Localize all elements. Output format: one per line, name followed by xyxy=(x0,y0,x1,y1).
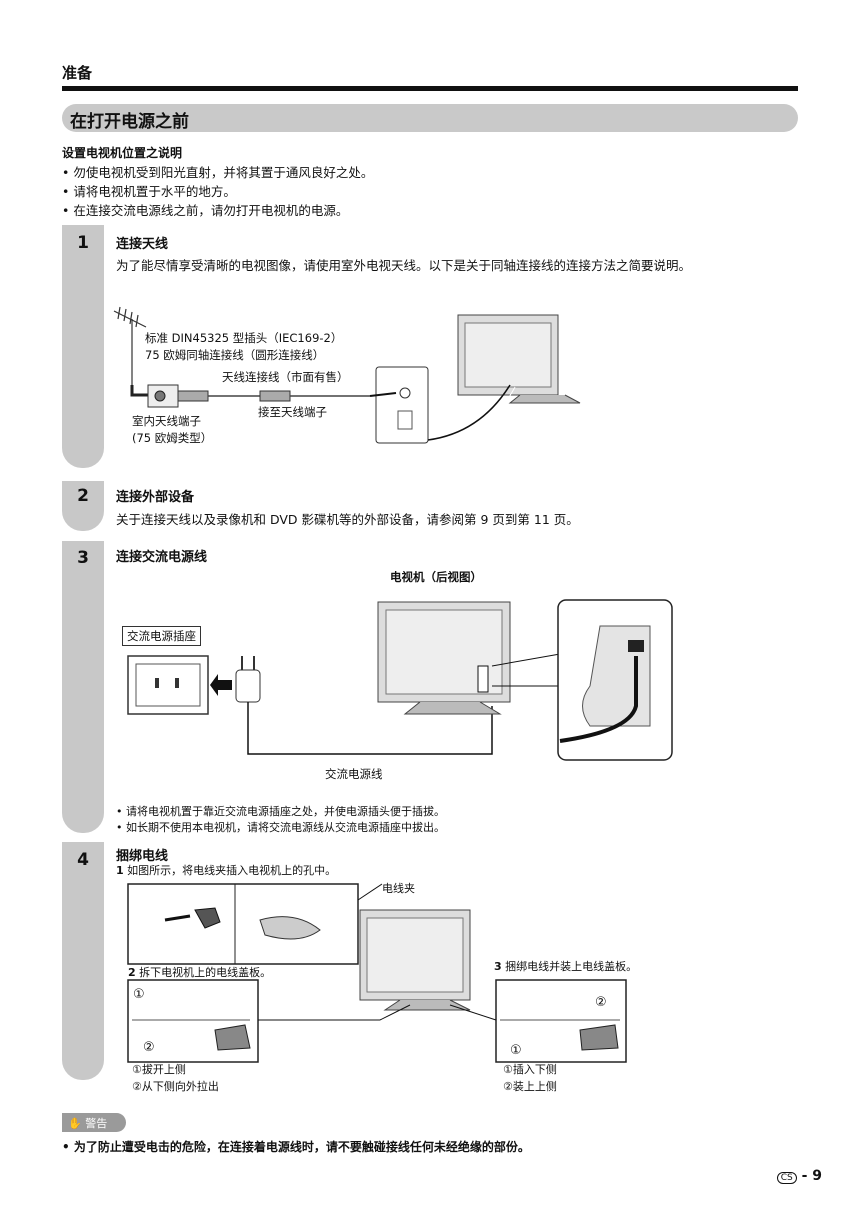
sub3-num: 3 xyxy=(494,960,502,973)
section-banner: 在打开电源之前 xyxy=(62,104,798,132)
right-marker-2: ② xyxy=(595,995,607,1010)
binding-diagram xyxy=(127,883,627,1063)
clamp-insert-zoom xyxy=(127,883,359,965)
step2-title: 连接外部设备 xyxy=(116,490,195,505)
sub1-text: 如图所示，将电线夹插入电视机上的孔中。 xyxy=(123,864,337,877)
step1-bar xyxy=(62,225,104,468)
label-to-terminal: 接至天线端子 xyxy=(258,405,327,419)
intro-bullet-1: • 勿使电视机受到阳光直射，并将其置于通风良好之处。 xyxy=(62,165,374,180)
step3-bar xyxy=(62,541,104,833)
step4-sub2: 2 拆下电视机上的电线盖板。 xyxy=(128,964,271,980)
header-rule xyxy=(62,86,798,91)
antenna-diagram xyxy=(113,306,581,444)
chapter-title: 准备 xyxy=(62,64,93,82)
step1-number: 1 xyxy=(77,233,89,253)
step3-bullet-1: • 请将电视机置于靠近交流电源插座之处，并使电源插头便于插拔。 xyxy=(116,805,445,818)
label-antenna-cable: 天线连接线（市面有售） xyxy=(222,370,349,384)
step3-bullet-2: • 如长期不使用本电视机，请将交流电源线从交流电源插座中拔出。 xyxy=(116,821,445,834)
step4-bar xyxy=(62,842,104,1080)
label-indoor-type: (75 欧姆类型） xyxy=(132,431,213,445)
label-din-plug: 标准 DIN45325 型插头（IEC169-2） xyxy=(145,331,343,345)
step3-title: 连接交流电源线 xyxy=(116,550,208,565)
power-cord xyxy=(247,702,493,755)
step2-bar xyxy=(62,481,104,531)
antenna-cable xyxy=(130,385,150,397)
sub2-num: 2 xyxy=(128,966,136,979)
arrow-icon xyxy=(210,674,232,696)
left-note-2: ②从下侧向外拉出 xyxy=(132,1080,219,1093)
right-marker-1: ① xyxy=(510,1043,522,1058)
step2-text: 关于连接天线以及录像机和 DVD 影碟机等的外部设备，请参阅第 9 页到第 11… xyxy=(116,512,579,527)
intro-heading: 设置电视机位置之说明 xyxy=(62,146,183,160)
step4-number: 4 xyxy=(77,850,89,870)
step4-sub1: 1 如图所示，将电线夹插入电视机上的孔中。 xyxy=(116,862,336,878)
page-number-text: - 9 xyxy=(801,1168,822,1184)
left-marker-2: ② xyxy=(143,1040,155,1055)
sub3-text: 捆绑电线并装上电线盖板。 xyxy=(501,960,638,973)
tv-rear-power-icon xyxy=(377,601,511,715)
clamp-icon xyxy=(194,907,221,929)
section-title: 在打开电源之前 xyxy=(70,112,189,132)
coax-plug-icon xyxy=(259,390,291,402)
step4-sub3: 3 捆绑电线并装上电线盖板。 xyxy=(494,958,637,974)
intro-bullet-2: • 请将电视机置于水平的地方。 xyxy=(62,184,236,199)
right-note-2: ②装上上侧 xyxy=(503,1080,557,1093)
clamp-label: 电线夹 xyxy=(382,882,415,895)
socket-label: 交流电源插座 xyxy=(122,626,201,646)
warning-text: • 为了防止遭受电击的危险，在连接着电源线时，请不要触碰接线任何未经绝缘的部份。 xyxy=(62,1140,530,1154)
step1-text: 为了能尽情享受清晰的电视图像，请使用室外电视天线。以下是关于同轴连接线的连接方法… xyxy=(116,258,692,273)
sub1-num: 1 xyxy=(116,864,124,877)
intro-bullet-3: • 在连接交流电源线之前，请勿打开电视机的电源。 xyxy=(62,203,349,218)
language-badge: CS xyxy=(776,1172,797,1184)
left-marker-1: ① xyxy=(133,987,145,1002)
power-plug-icon xyxy=(235,669,261,703)
tv-rear-icon xyxy=(457,314,581,404)
step2-number: 2 xyxy=(77,486,89,506)
step4-title: 捆绑电线 xyxy=(116,849,169,864)
cord-label: 交流电源线 xyxy=(325,767,383,781)
step1-title: 连接天线 xyxy=(116,237,169,252)
tv-rear-label: 电视机（后视图） xyxy=(390,570,482,584)
tv-rear-small-icon xyxy=(359,909,471,1011)
left-note-1: ①拔开上侧 xyxy=(132,1063,186,1076)
hand-icon: ✋ xyxy=(68,1117,86,1130)
power-diagram xyxy=(127,599,673,761)
tv-terminal-panel xyxy=(375,366,429,444)
right-note-1: ①插入下侧 xyxy=(503,1063,557,1076)
label-coax-cable: 75 欧姆同轴连接线（圆形连接线） xyxy=(145,348,325,362)
page-number: CS - 9 xyxy=(776,1168,822,1184)
warning-badge: ✋ 警告 xyxy=(62,1113,126,1132)
label-indoor-terminal: 室内天线端子 xyxy=(132,414,201,428)
sub2-text: 拆下电视机上的电线盖板。 xyxy=(135,966,272,979)
warning-label: 警告 xyxy=(85,1117,108,1130)
step3-number: 3 xyxy=(77,548,89,568)
antenna-icon xyxy=(113,306,147,385)
